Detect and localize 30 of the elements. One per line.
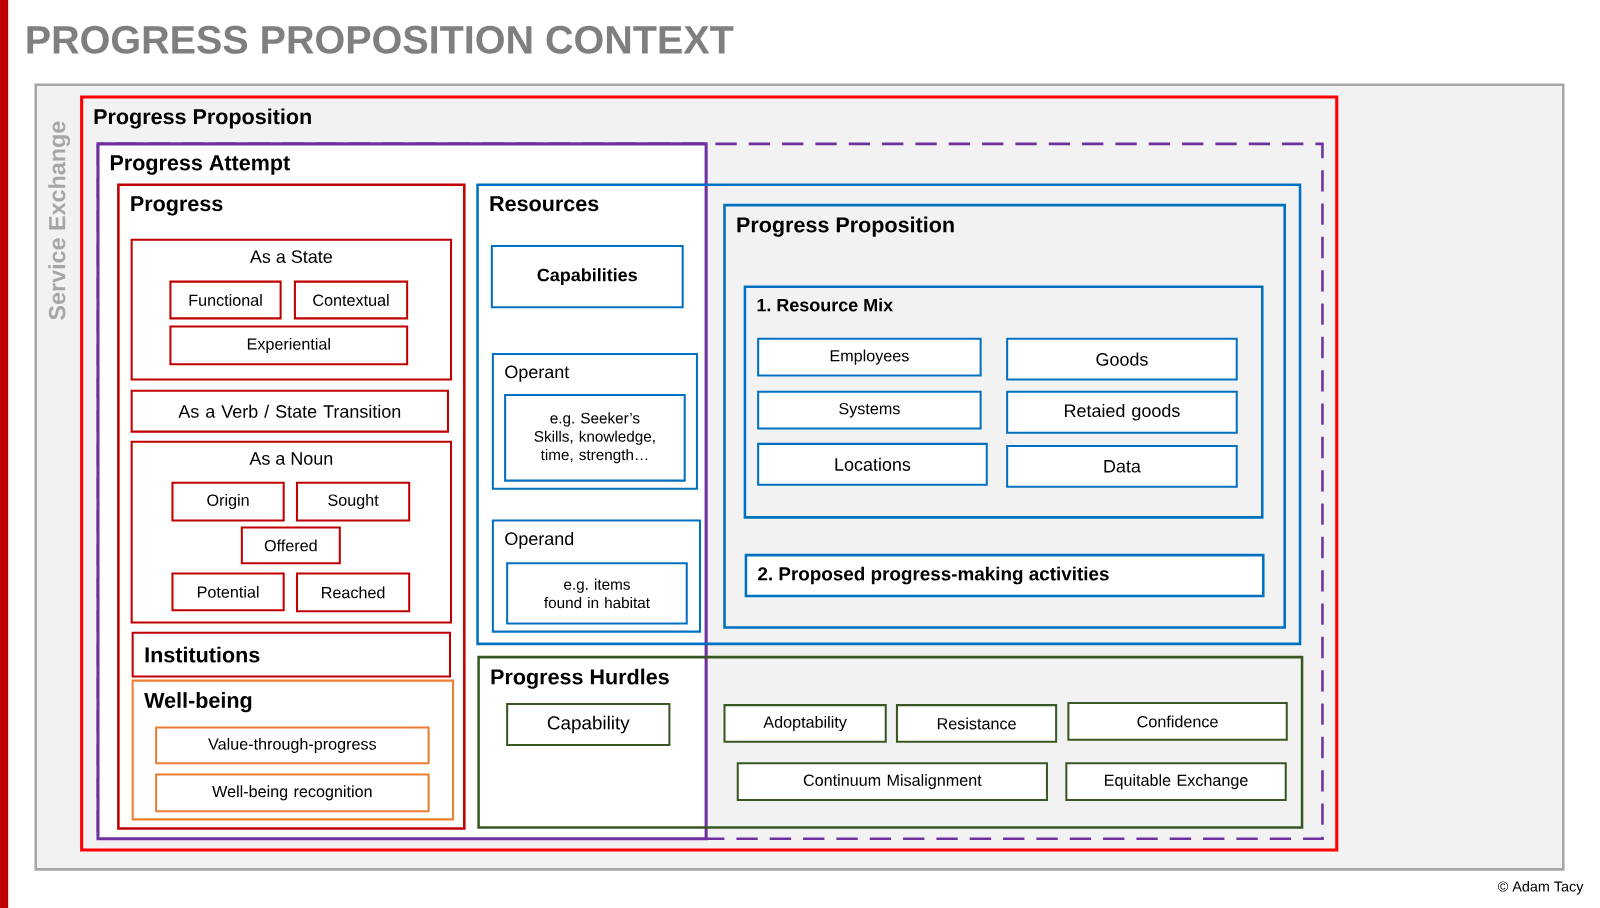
item-box: Potential [171,572,285,612]
item-box: Capabilities [490,244,684,309]
item-box: Continuum Misalignment [736,762,1048,801]
item-box: Confidence [1067,701,1288,741]
item-box: Systems [757,390,982,430]
item-box: Capability [506,703,671,746]
item-box: Locations [757,442,988,486]
item-box: Adoptability [723,704,887,743]
copyright-note: © Adam Tacy [1497,881,1584,895]
item-box: Value-through-progress [155,726,430,765]
item-box: Offered [240,526,341,565]
item-box: Experiential [169,325,409,366]
item-box: e.g. Seeker’s Skills, knowledge, time, strength… [504,393,686,482]
item-box: Equitable Exchange [1065,762,1287,801]
item-box: Reached [295,572,411,613]
item-box: Data [1006,444,1238,488]
item-box: e.g. items found in habitat [506,562,688,625]
item-box: Retaied goods [1006,390,1238,434]
title: PROGRESS PROPOSITION CONTEXT [27,25,734,54]
item-box: Employees [757,337,982,377]
item-box: Functional [169,280,282,320]
item-box: As a Verb / State Transition [130,389,449,433]
item-box: Resistance [895,704,1058,743]
item-box: Goods [1006,337,1238,381]
item-box: 2. Proposed progress-making activities [744,553,1265,598]
item-box: Institutions [131,631,452,678]
item-box: Well-being recognition [155,773,430,813]
item-box: Sought [295,481,411,522]
item-box: Origin [171,481,285,522]
item-box: Contextual [293,280,409,320]
